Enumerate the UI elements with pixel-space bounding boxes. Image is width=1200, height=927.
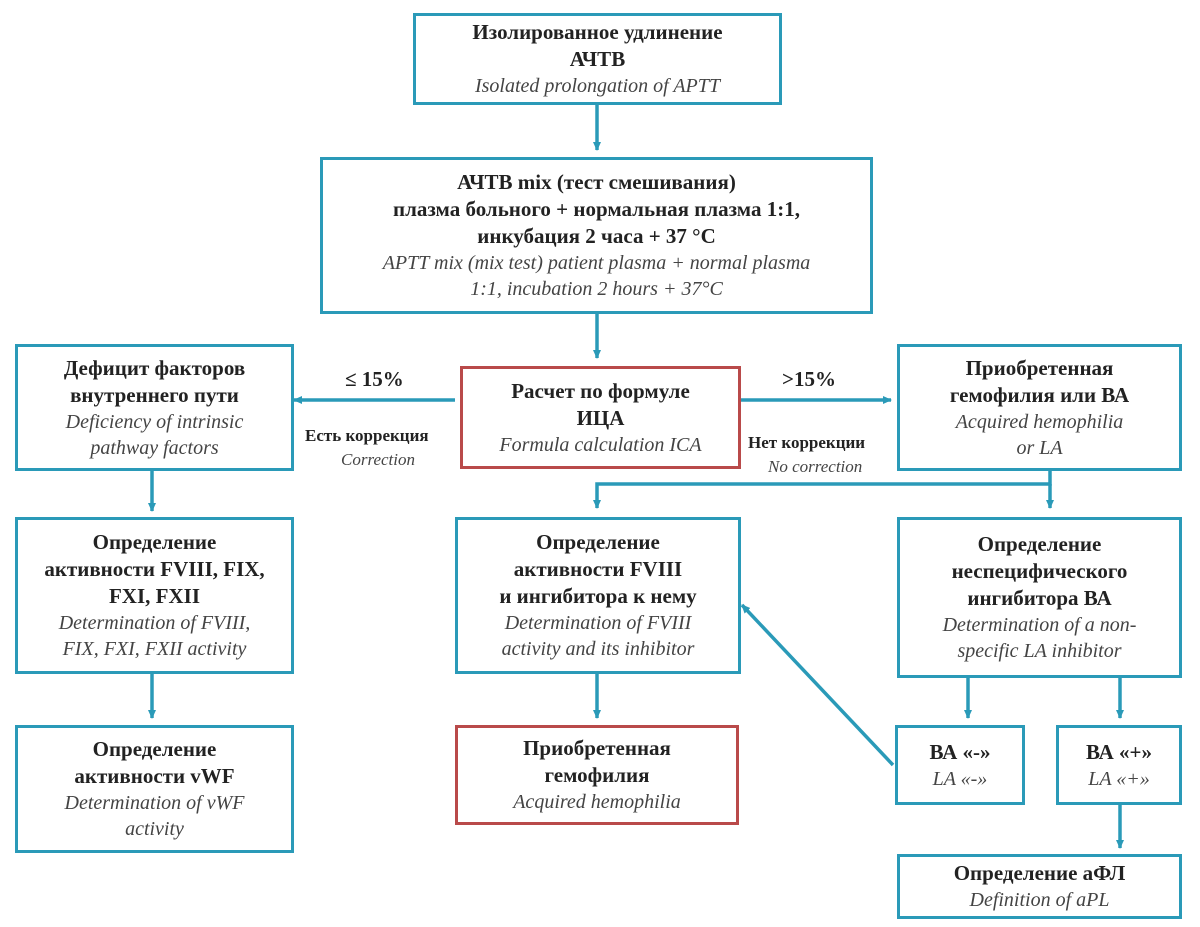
mix-test-ru-line1: АЧТВ mix (тест смешивания) [457,170,736,194]
acquired-or-la-en-line2: or LA [1016,436,1063,459]
nonspecific-en-line1: Determination of a non- [942,614,1137,636]
nonspecific-en-line2: specific LA inhibitor [957,640,1122,662]
acquired-or-la-ru-line1: Приобретенная [965,355,1114,380]
formula-ru-line2: ИЦА [576,405,625,430]
deficit-en-line2: pathway factors [90,436,219,459]
isolated-aptt-en: Isolated prolongation of APTT [474,75,721,97]
acquired-hemophilia-en: Acquired hemophilia [513,791,681,813]
deficit-en-line1: Deficiency of intrinsic [65,410,244,433]
nonspecific-ru-line2: неспецифического [951,559,1128,583]
fviii-ru-line1: Определение [536,530,660,554]
factors-activity-box: Определение активности FVIII, FIX, FXI, … [15,517,294,674]
label-correction-en: Correction [341,450,415,469]
mix-test-box: АЧТВ mix (тест смешивания) плазма больно… [320,157,873,314]
factors-ru-line3: FXI, FXII [108,584,200,608]
mix-test-ru-line3: инкубация 2 часа + 37 °С [477,224,716,248]
formula-en: Formula calculation ICA [499,433,702,456]
acquired-or-la-en-line1: Acquired hemophilia [955,410,1124,433]
la-positive-box: ВА «+» LA «+» [1056,725,1182,805]
la-positive-ru: ВА «+» [1085,739,1153,764]
vwf-ru-line2: активности vWF [74,764,235,788]
la-positive-en: LA «+» [1088,767,1150,790]
nonspecific-ru-line3: ингибитора ВА [967,586,1112,610]
apl-ru: Определение аФЛ [953,861,1126,885]
acquired-or-la-ru-line2: гемофилия или ВА [949,382,1130,407]
acquired-or-la-box: Приобретенная гемофилия или ВА Acquired … [897,344,1182,471]
factors-ru-line1: Определение [92,530,217,554]
mix-test-ru-line2: плазма больного + нормальная плазма 1:1, [393,197,800,221]
fviii-en-line2: activity and its inhibitor [501,638,695,660]
nonspecific-ru-line1: Определение [977,532,1102,556]
acquired-hemophilia-ru-line1: Приобретенная [523,736,671,760]
vwf-activity-box: Определение активности vWF Determination… [15,725,294,853]
arrow-la-neg-to-fviii [740,603,895,767]
la-negative-ru: ВА «-» [929,739,991,764]
deficit-ru-line2: внутреннего пути [70,382,239,407]
acquired-hemophilia-box: Приобретенная гемофилия Acquired hemophi… [455,725,739,825]
label-nocorrection-ru: Нет коррекции [748,433,866,452]
apl-en: Definition of aPL [969,889,1110,911]
label-nocorrection-en: No correction [768,457,863,476]
arrow-acquired-split [593,470,1052,509]
la-negative-en: LA «-» [932,767,988,790]
deficit-box: Дефицит факторов внутреннего пути Defici… [15,344,294,471]
fviii-ru-line3: и ингибитора к нему [499,584,697,608]
mix-test-en-line2: 1:1, incubation 2 hours + 37°C [470,278,723,300]
fviii-en-line1: Determination of FVIII [504,612,692,634]
isolated-aptt-box: Изолированное удлинение АЧТВ Isolated pr… [413,13,782,105]
acquired-hemophilia-ru-line2: гемофилия [544,763,650,787]
label-gt15: >15% [782,367,836,391]
la-negative-box: ВА «-» LA «-» [895,725,1025,805]
factors-en-line2: FIX, FXI, FXII activity [62,638,247,660]
deficit-ru-line1: Дефицит факторов [63,355,246,380]
factors-ru-line2: активности FVIII, FIX, [44,557,265,581]
label-le15: ≤ 15% [345,367,404,391]
factors-en-line1: Determination of FVIII, [58,612,251,634]
fviii-ru-line2: активности FVIII [513,557,683,581]
vwf-en-line2: activity [125,818,184,840]
label-correction-ru: Есть коррекция [305,426,429,445]
isolated-aptt-ru-line2: АЧТВ [569,47,626,71]
formula-box: Расчет по формуле ИЦА Formula calculatio… [460,366,741,469]
mix-test-en-line1: APTT mix (mix test) patient plasma + nor… [382,252,811,274]
isolated-aptt-ru-line1: Изолированное удлинение [472,20,723,44]
formula-ru-line1: Расчет по формуле [511,378,690,403]
fviii-inhibitor-box: Определение активности FVIII и ингибитор… [455,517,741,674]
vwf-en-line1: Determination of vWF [64,792,245,814]
nonspecific-inhibitor-box: Определение неспецифического ингибитора … [897,517,1182,678]
vwf-ru-line1: Определение [92,737,217,761]
apl-box: Определение аФЛ Definition of aPL [897,854,1182,919]
